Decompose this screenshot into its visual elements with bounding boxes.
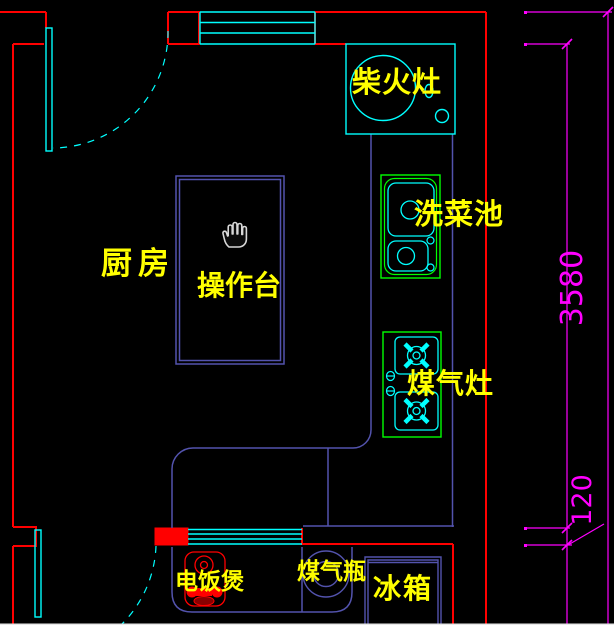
wall-top-left: [0, 11, 47, 45]
walls: [0, 11, 487, 625]
viewport-bottom-edge: [0, 623, 614, 625]
wall-top-right: [314, 11, 486, 45]
faucet-dot-1: [426, 236, 435, 245]
top-window: [199, 11, 316, 45]
worktable: [175, 175, 285, 365]
wood-stove-label: 柴火灶: [352, 65, 442, 99]
wall-bottom-pier: [154, 527, 189, 546]
door-leaf: [34, 529, 42, 618]
sink-label: 洗菜池: [414, 197, 504, 231]
wood-stove: [345, 43, 456, 135]
gas-stove-label: 煤气灶: [407, 367, 494, 400]
sink-basin-top: [387, 182, 435, 237]
wall-bottom-right: [301, 528, 454, 625]
stove-knobs: [385, 370, 396, 397]
door-leaf: [45, 27, 53, 152]
rice-cooker: [184, 551, 226, 607]
gas-cylinder-label: 煤气瓶: [297, 558, 366, 585]
door-top-left: [45, 27, 169, 152]
worktable-label: 操作台: [197, 269, 281, 302]
extension-lines: [525, 11, 612, 546]
door-swing-arc: [120, 545, 157, 625]
door-bottom-left: [34, 529, 157, 625]
dim-ticks: [561, 6, 614, 551]
fridge-label: 冰箱: [373, 572, 433, 605]
dim-leader-120: [567, 523, 605, 546]
gas-cylinder: [302, 550, 350, 598]
fridge: [364, 556, 442, 625]
sink: [380, 174, 441, 279]
sink-drain-top: [400, 200, 420, 220]
wall-left-bottom-stub: [13, 526, 37, 547]
rice-cooker-label: 电饭煲: [175, 568, 244, 595]
burner-bottom: [394, 391, 439, 431]
dimensions: [524, 6, 614, 625]
bottom-window: [188, 528, 302, 545]
dimension-text-3580: 3580: [555, 250, 590, 326]
defpoints: [524, 11, 527, 547]
door-swing-arc: [52, 30, 169, 149]
dimension-text-120: 120: [567, 474, 598, 526]
sink-basin-bottom: [387, 240, 429, 272]
wall-top-pier: [167, 11, 200, 45]
hand-cursor: [222, 221, 248, 248]
faucet-dot-2: [426, 263, 435, 272]
burner-top: [394, 336, 439, 375]
counter-outline: [171, 134, 454, 613]
room-label: 厨房: [101, 246, 175, 282]
bottom-table: [171, 547, 353, 613]
sink-drain-bottom: [396, 246, 416, 266]
gas-stove: [382, 331, 442, 438]
